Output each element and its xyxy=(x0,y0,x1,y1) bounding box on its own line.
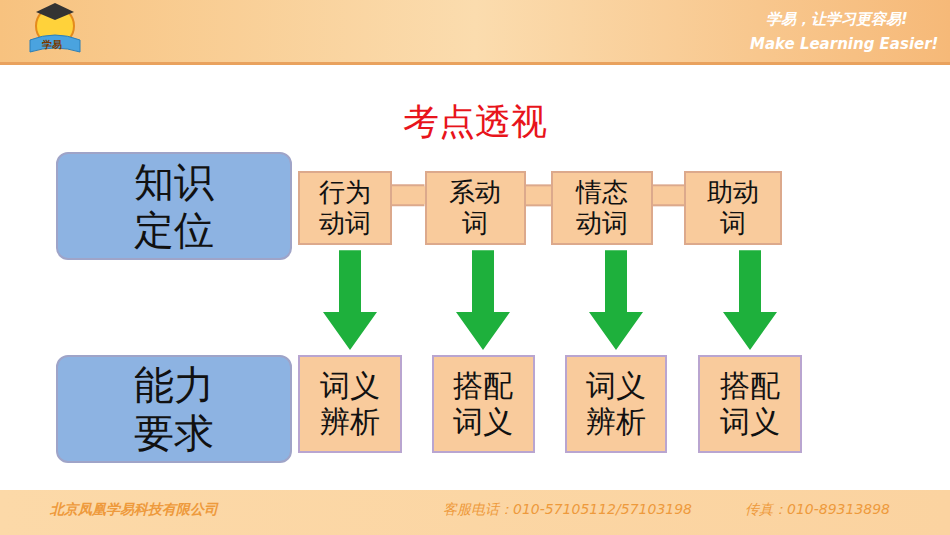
skill-box: 搭配 词义 xyxy=(698,355,802,453)
verb-box: 行为 动词 xyxy=(298,171,392,245)
skill-box: 词义 辨析 xyxy=(565,355,667,453)
node-text: 知识定位 xyxy=(131,158,217,254)
company-name: 北京凤凰学易科技有限公司 xyxy=(50,501,218,519)
category-box: 能力要求 xyxy=(56,355,292,463)
verb-box: 情态 动词 xyxy=(551,171,653,245)
node-text: 行为 动词 xyxy=(316,177,374,239)
connector-bar xyxy=(523,195,555,196)
skill-box: 搭配 词义 xyxy=(432,355,535,453)
down-arrow xyxy=(589,250,643,350)
node-text: 能力要求 xyxy=(131,361,217,457)
node-text: 情态 动词 xyxy=(573,177,631,239)
category-box: 知识定位 xyxy=(56,152,292,260)
node-text: 词义 辨析 xyxy=(317,368,383,440)
down-arrow xyxy=(456,250,510,350)
fax-number: 传真：010-89313898 xyxy=(745,501,890,519)
down-arrow xyxy=(723,250,777,350)
slogan-english: Make Learning Easier! xyxy=(750,35,938,53)
arrow-shape xyxy=(323,250,377,350)
footer-band xyxy=(0,490,950,535)
slogan: 学易，让学习更容易! xyxy=(766,10,908,29)
skill-box: 词义 辨析 xyxy=(298,355,402,453)
arrow-shape xyxy=(456,250,510,350)
connector-fill xyxy=(389,186,428,204)
slide-title: 考点透视 xyxy=(0,98,950,147)
node-text: 搭配 词义 xyxy=(450,368,516,440)
connector-bar xyxy=(389,195,428,196)
connector-fill xyxy=(523,186,555,204)
verb-box: 助动 词 xyxy=(684,171,782,245)
node-text: 助动 词 xyxy=(704,177,762,239)
node-text: 系动 词 xyxy=(446,177,504,239)
header-rule xyxy=(0,62,950,65)
phone-number: 客服电话：010-57105112/57103198 xyxy=(443,501,692,519)
node-text: 搭配 词义 xyxy=(717,368,783,440)
connector-fill xyxy=(650,186,687,204)
header-band xyxy=(0,0,950,62)
down-arrow xyxy=(323,250,377,350)
logo xyxy=(30,3,80,52)
verb-box: 系动 词 xyxy=(425,171,526,245)
logo-text: 学易 xyxy=(42,38,62,52)
arrow-shape xyxy=(589,250,643,350)
arrow-shape xyxy=(723,250,777,350)
connector-bar xyxy=(650,195,687,196)
node-text: 词义 辨析 xyxy=(583,368,649,440)
